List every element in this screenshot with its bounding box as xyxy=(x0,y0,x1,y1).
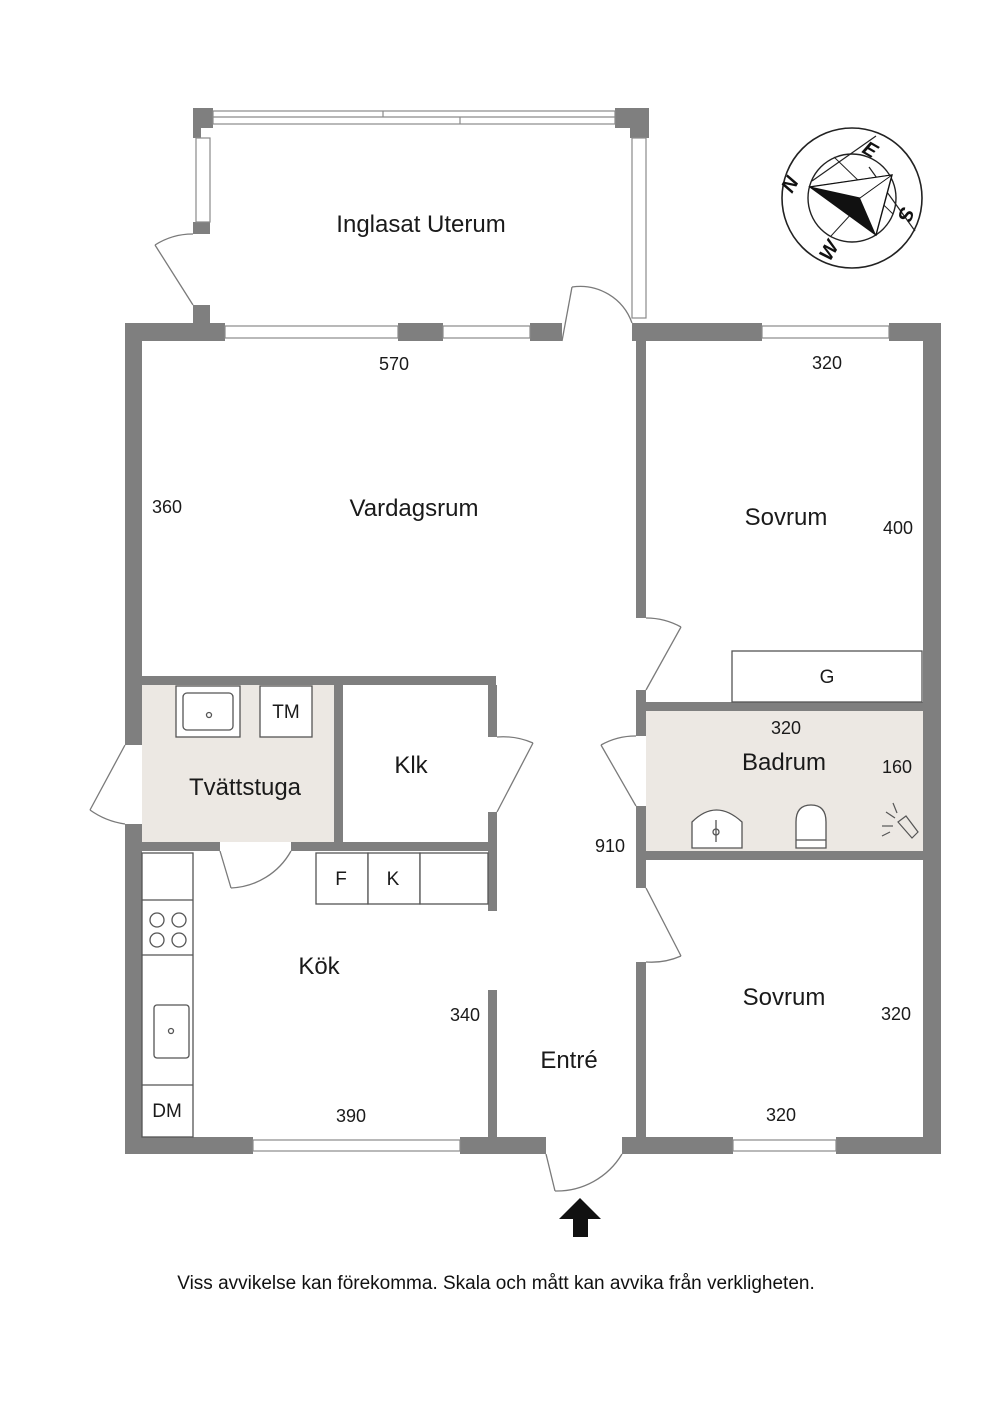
dim-kok-depth: 340 xyxy=(450,1005,480,1025)
fixture-label-k: K xyxy=(387,869,400,890)
windows xyxy=(224,325,890,1152)
compass-icon: N E S W xyxy=(777,127,923,269)
uterum-walls xyxy=(193,108,649,323)
freezer xyxy=(367,852,421,905)
room-label-kok: Kök xyxy=(298,953,340,980)
compass-s: S xyxy=(893,204,918,225)
kitchen-counter xyxy=(141,852,194,1138)
compass-e: E xyxy=(859,137,882,163)
fixture-label-tm: TM xyxy=(272,702,299,723)
uterum-glazing xyxy=(195,110,647,319)
wardrobe xyxy=(731,650,923,703)
room-label-sovrum-bottom: Sovrum xyxy=(743,984,826,1011)
room-label-uterum: Inglasat Uterum xyxy=(336,211,505,238)
disclaimer-text: Viss avvikelse kan förekomma. Skala och … xyxy=(177,1273,815,1294)
fixtures xyxy=(141,650,923,1138)
dim-sovrum-bottom-width: 320 xyxy=(766,1105,796,1125)
dim-vardagsrum-width: 570 xyxy=(379,354,409,374)
shower-icon xyxy=(881,802,919,839)
compass-n: N xyxy=(777,173,804,197)
tumble-dryer xyxy=(259,685,313,738)
dim-badrum-depth: 160 xyxy=(882,757,912,777)
dim-sovrum-top-width: 320 xyxy=(812,353,842,373)
fixture-label-f: F xyxy=(335,869,347,890)
room-label-vardagsrum: Vardagsrum xyxy=(350,495,479,522)
interior-walls xyxy=(142,341,923,1137)
dim-hall-length: 910 xyxy=(595,836,625,856)
outer-walls xyxy=(125,323,941,1154)
fixture-label-g: G xyxy=(820,667,835,688)
kitchen-cabinet xyxy=(419,852,489,905)
room-label-sovrum-top: Sovrum xyxy=(745,504,828,531)
dim-vardagsrum-depth: 360 xyxy=(152,497,182,517)
toilet xyxy=(795,804,827,849)
dim-badrum-width: 320 xyxy=(771,718,801,738)
fixture-label-dm: DM xyxy=(152,1101,182,1122)
doors[interactable] xyxy=(89,285,682,1192)
dim-kok-width: 390 xyxy=(336,1106,366,1126)
dim-sovrum-bottom-depth: 320 xyxy=(881,1004,911,1024)
entrance-arrow-icon xyxy=(559,1198,601,1237)
room-label-klk: Klk xyxy=(394,752,428,779)
room-label-entre: Entré xyxy=(540,1047,597,1074)
room-label-badrum: Badrum xyxy=(742,749,826,776)
fridge xyxy=(315,852,369,905)
dim-sovrum-top-depth: 400 xyxy=(883,518,913,538)
uterum-door[interactable] xyxy=(154,233,194,306)
room-label-tvattstuga: Tvättstuga xyxy=(189,774,302,801)
